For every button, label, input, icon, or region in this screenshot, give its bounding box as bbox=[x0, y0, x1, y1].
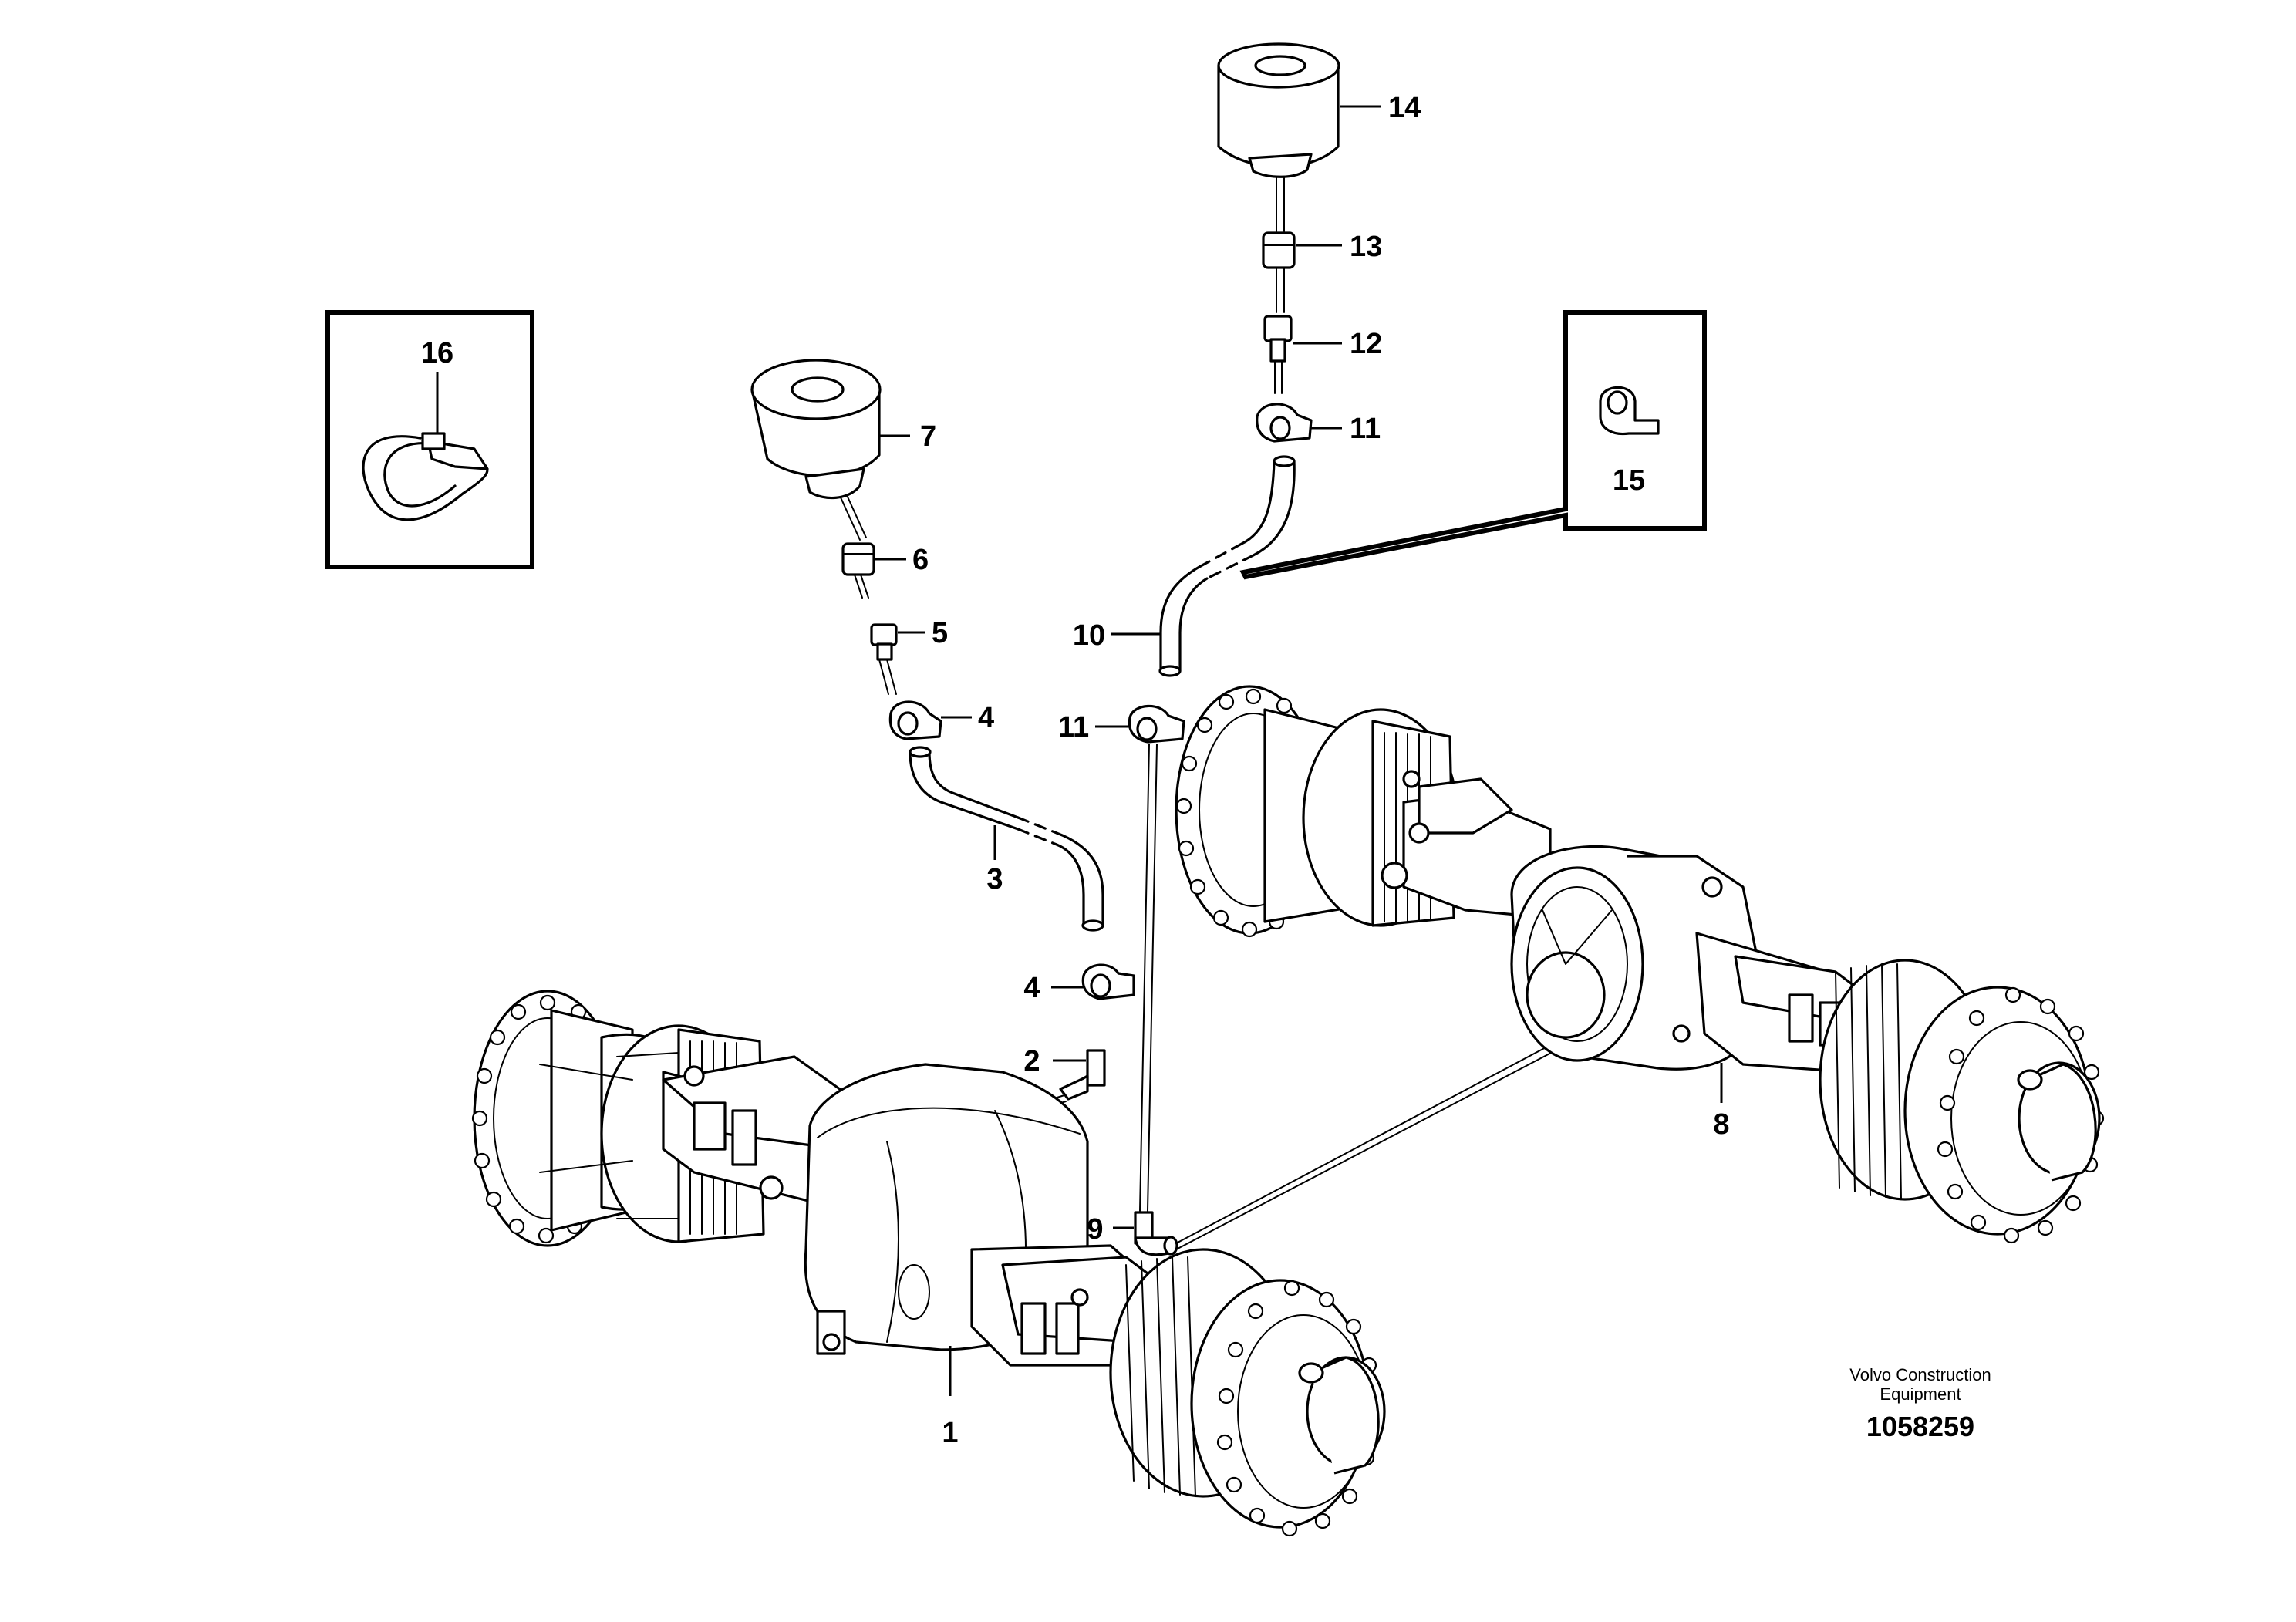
breather-hose-10: 10 bbox=[1073, 455, 1296, 677]
callout-8: 8 bbox=[1713, 1108, 1729, 1141]
reducer-nipple-6: 6 bbox=[841, 542, 929, 599]
footer-block: Volvo Construction Equipment 1058259 bbox=[1849, 1365, 1991, 1442]
callout-6: 6 bbox=[912, 544, 929, 576]
hose-clamp-11-upper: 11 bbox=[1256, 403, 1381, 445]
callout-4b: 4 bbox=[1023, 972, 1040, 1004]
callout-15: 15 bbox=[1613, 464, 1645, 497]
elbow-fitting-2: 2 bbox=[1023, 1045, 1106, 1101]
callout-4a: 4 bbox=[978, 702, 994, 734]
company-name-line2: Equipment bbox=[1880, 1384, 1961, 1404]
breather-hose-3: 3 bbox=[909, 746, 1104, 932]
callout-13: 13 bbox=[1350, 231, 1382, 263]
inset-clamp: 15 bbox=[1239, 310, 1707, 580]
company-name-line1: Volvo Construction bbox=[1849, 1365, 1991, 1384]
callout-14: 14 bbox=[1388, 92, 1421, 124]
hose-clamp-4-upper: 4 bbox=[888, 700, 994, 740]
callout-11a: 11 bbox=[1350, 413, 1381, 445]
callout-5: 5 bbox=[932, 617, 948, 649]
hose-clamp-4-lower: 4 bbox=[1023, 963, 1135, 1004]
inset-cable-tie: 16 bbox=[325, 310, 534, 569]
breather-filter-right: 14 bbox=[1217, 42, 1421, 178]
hose-clamp-11-lower: 11 bbox=[1058, 704, 1185, 744]
rear-axle: 8 bbox=[1175, 685, 2105, 1244]
callout-7: 7 bbox=[920, 420, 936, 453]
callout-1: 1 bbox=[942, 1417, 958, 1449]
callout-2: 2 bbox=[1023, 1045, 1040, 1077]
callout-12: 12 bbox=[1350, 328, 1382, 360]
callout-16: 16 bbox=[421, 337, 453, 369]
callout-3: 3 bbox=[986, 863, 1003, 895]
callout-11b: 11 bbox=[1058, 711, 1089, 744]
nipple-12: 12 bbox=[1263, 315, 1382, 394]
elbow-fitting-9: 9 bbox=[1087, 1211, 1178, 1256]
front-axle: 1 bbox=[471, 990, 1386, 1537]
reducer-nipple-13: 13 bbox=[1262, 231, 1382, 313]
nipple-5: 5 bbox=[870, 617, 948, 695]
callout-9: 9 bbox=[1087, 1213, 1103, 1246]
drawing-number: 1058259 bbox=[1866, 1411, 1974, 1442]
callout-10: 10 bbox=[1073, 619, 1105, 652]
breather-filter-left: 7 bbox=[750, 359, 936, 500]
